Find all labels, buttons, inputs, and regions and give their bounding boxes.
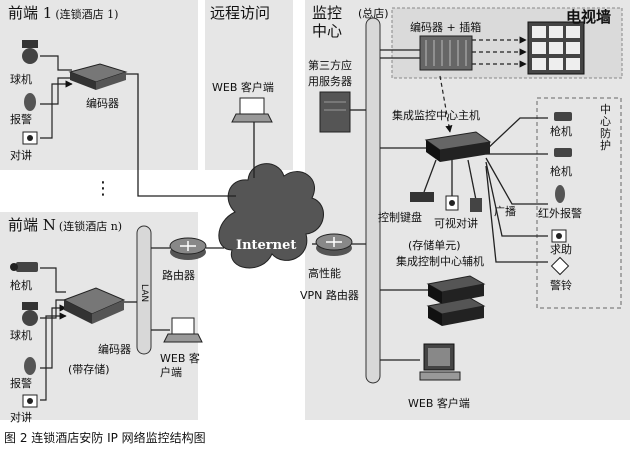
internet-label: Internet xyxy=(236,238,297,253)
dome-camera-1-label: 球机 xyxy=(10,73,32,86)
third-party-server-icon xyxy=(319,91,351,133)
gun-camera-a-icon xyxy=(554,112,572,121)
web-laptop-n-icon xyxy=(163,317,203,343)
intercom-n-icon xyxy=(22,394,38,408)
remote-title: 远程访问 xyxy=(210,4,271,22)
main-host-icon xyxy=(424,131,492,162)
frontend1-title: 前端 1(连锁酒店 1) xyxy=(8,6,118,21)
intercom-1-icon xyxy=(22,131,38,145)
ellipsis-dots: ⋮ xyxy=(94,178,112,199)
siren-label: 警铃 xyxy=(550,279,572,292)
vpn-label-line1: 高性能 xyxy=(308,267,341,280)
remote-panel xyxy=(205,0,293,170)
gun-camera-b-label: 枪机 xyxy=(550,165,572,178)
gun-camera-b-icon xyxy=(554,148,572,157)
video-intercom-label: 可视对讲 xyxy=(434,217,478,230)
web-client-n-label: WEB 客户端 xyxy=(160,352,200,379)
router-icon xyxy=(169,237,207,260)
alarm-n-label: 报警 xyxy=(10,377,32,390)
with-storage-label: (带存储) xyxy=(68,363,110,376)
encoder-mux-icon xyxy=(419,35,473,71)
frontend1-title-text: 前端 1 xyxy=(8,4,53,22)
center-protect-box xyxy=(536,97,622,309)
storage-label-line2: 集成控制中心辅机 xyxy=(396,255,484,268)
encoder-mux-label: 编码器 + 插箱 xyxy=(410,21,482,34)
internet-cloud xyxy=(218,163,324,269)
vpn-router-icon xyxy=(315,233,353,256)
center-protect-label: 中心防护 xyxy=(600,103,611,152)
gun-camera-n-icon xyxy=(10,262,38,272)
intercom-n-label: 对讲 xyxy=(10,411,32,424)
intercom-1-label: 对讲 xyxy=(10,149,32,162)
router-label: 路由器 xyxy=(162,269,195,282)
alarm-1-icon xyxy=(24,93,36,111)
encoder-1-icon xyxy=(68,63,128,90)
help-label: 求助 xyxy=(550,243,572,256)
backbone-bus xyxy=(365,17,381,384)
gun-camera-a-label: 枪机 xyxy=(550,125,572,138)
lan-bus xyxy=(136,225,152,355)
figure-caption: 图 2 连锁酒店安防 IP 网络监控结构图 xyxy=(4,431,206,445)
siren-icon xyxy=(550,256,570,276)
tvwall-title: 电视墙 xyxy=(566,8,612,26)
alarm-n-icon xyxy=(24,357,36,375)
remote-web-label: WEB 客户端 xyxy=(212,81,274,94)
keyboard-icon xyxy=(410,192,434,202)
ir-alarm-label: 红外报警 xyxy=(538,207,582,220)
dome-camera-n-label: 球机 xyxy=(10,329,32,342)
frontend1-subtitle: (连锁酒店 1) xyxy=(55,8,119,21)
broadcast-icon xyxy=(470,198,482,212)
tv-wall-screens-icon xyxy=(527,21,585,75)
encoder-n-icon xyxy=(62,287,126,324)
video-intercom-icon xyxy=(445,195,459,211)
dome-camera-n-icon xyxy=(22,302,38,326)
third-party-label-line1: 第三方应 xyxy=(308,59,352,72)
remote-laptop-icon xyxy=(231,97,273,123)
ir-alarm-icon xyxy=(555,185,565,203)
alarm-1-label: 报警 xyxy=(10,113,32,126)
center-hq: (总店) xyxy=(358,7,389,20)
help-button-icon xyxy=(551,229,567,243)
frontendN-title-text: 前端 N xyxy=(8,216,56,234)
dome-camera-1-icon xyxy=(22,40,38,64)
web-client-bottom-icon xyxy=(419,343,461,381)
web-client-bottom-label: WEB 客户端 xyxy=(408,397,470,410)
lan-label: LAN xyxy=(139,284,149,303)
storage-unit-icon xyxy=(426,275,486,326)
center-title-line2: 中心 xyxy=(312,22,343,40)
frontendN-subtitle: (连锁酒店 n) xyxy=(58,220,123,233)
gun-camera-n-label: 枪机 xyxy=(10,279,32,292)
main-host-label: 集成监控中心主机 xyxy=(392,109,480,122)
storage-label-line1: (存储单元) xyxy=(408,239,461,252)
center-title-line1: 监控 xyxy=(312,4,343,22)
keyboard-label: 控制键盘 xyxy=(378,211,422,224)
encoder-n-label: 编码器 xyxy=(98,343,131,356)
encoder-1-label: 编码器 xyxy=(86,97,119,110)
third-party-label-line2: 用服务器 xyxy=(308,75,352,88)
frontendN-title: 前端 N(连锁酒店 n) xyxy=(8,218,122,233)
broadcast-label: 广播 xyxy=(494,205,516,218)
vpn-label-line2: VPN 路由器 xyxy=(300,289,359,302)
